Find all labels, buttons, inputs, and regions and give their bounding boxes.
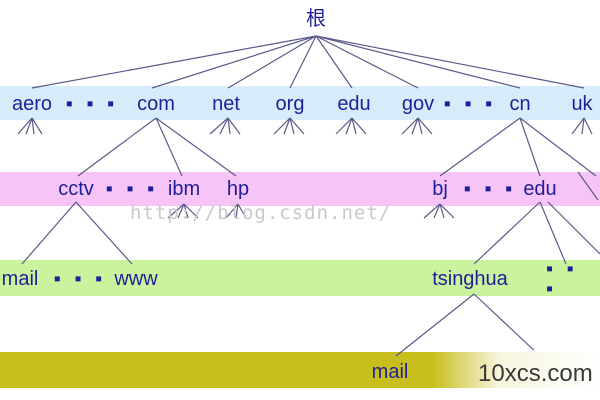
watermark-url: http://blog.csdn.net/ [130,202,392,224]
node-org: org [275,93,305,115]
edge-tsinghua-right [473,293,541,357]
edge-root-gov [315,35,419,89]
node-edu-cn: edu [523,178,557,200]
node-bj: bj [432,178,448,200]
fan-net [209,117,241,135]
ellipsis-level2-b: ▪ ▪ ▪ [463,178,517,200]
node-hp: hp [226,178,250,200]
fan-aero [17,117,43,135]
node-cn: cn [509,93,531,115]
edge-com-cctv [77,117,157,177]
edge-root-cn [315,35,521,89]
edge-right-edge [577,171,599,201]
ellipsis-level1-a: ▪ ▪ ▪ [65,93,119,115]
logo-fade [432,350,600,400]
edge-cn-edu [519,117,541,177]
fan-org [273,117,305,135]
fan-edu [335,117,367,135]
level3-band [0,260,600,296]
edge-cctv-mail [21,201,77,265]
level2-band [0,172,600,206]
ellipsis-level2-a: ▪ ▪ ▪ [105,178,159,200]
fan-ibm [167,203,199,219]
node-uk: uk [571,93,593,115]
edge-edu-far [547,201,600,255]
node-com: com [137,93,175,115]
edge-tsinghua-mail [395,293,475,357]
node-aero: aero [11,93,53,115]
edge-com-hp [155,117,237,177]
ellipsis-level3-a: ▪ ▪ ▪ [53,268,107,290]
node-mail-cctv: mail [1,268,39,290]
logo-text: 10xcs.com [478,360,593,387]
edge-cctv-www [75,201,133,265]
node-cctv: cctv [58,178,94,200]
ellipsis-level1-b: ▪ ▪ ▪ [443,93,497,115]
edge-edu-tsinghua [473,201,541,265]
edge-edu-right [539,201,567,265]
level1-band [0,86,600,120]
fan-hp [225,203,247,219]
fan-gov [401,117,433,135]
edge-root-net [227,35,317,89]
edge-root-org [289,35,317,89]
edge-cn-bj [439,117,521,177]
edge-root-aero [31,35,317,89]
node-edu: edu [337,93,371,115]
fan-uk [571,117,593,135]
edge-cn-right [519,117,597,177]
root-node: 根 [306,6,326,30]
edge-com-ibm [155,117,183,177]
node-www: www [114,268,158,290]
node-ibm: ibm [167,178,201,200]
edge-root-uk [315,35,585,89]
edge-root-edu [315,35,353,89]
ellipsis-level3-b: ▪ ▪ ▪ [546,258,578,300]
node-mail-tsinghua: mail [371,361,409,383]
edge-root-com [151,35,317,89]
node-tsinghua: tsinghua [432,268,508,290]
fan-bj [423,203,455,219]
node-net: net [212,93,240,115]
site-logo: 10xcs.com [432,350,600,400]
node-gov: gov [401,93,435,115]
